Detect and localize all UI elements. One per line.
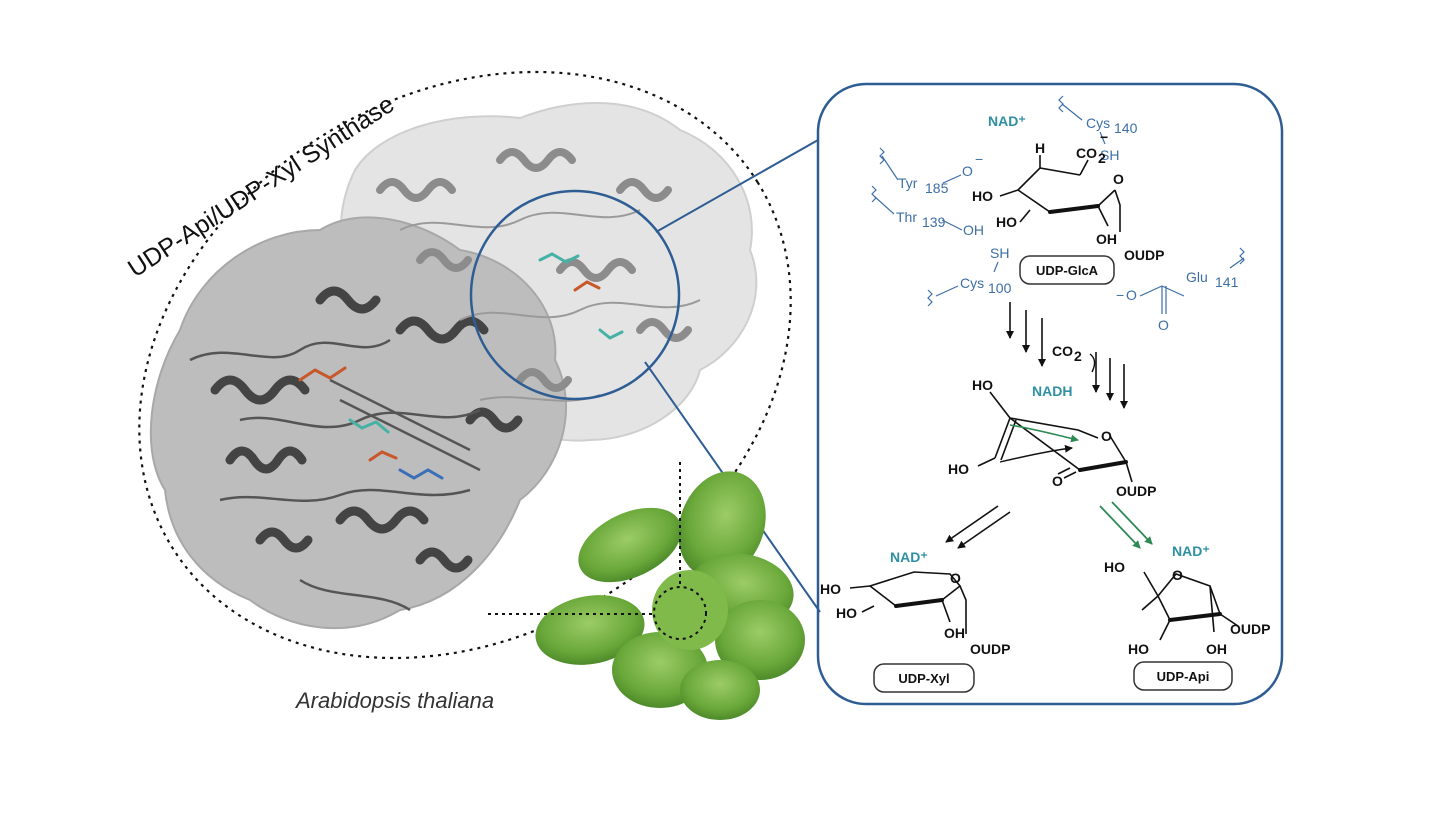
glca-co2-charge: − <box>1100 129 1108 145</box>
glca-box-label: UDP-GlcA <box>1036 263 1099 278</box>
tyr185-charge: − <box>975 151 983 167</box>
ligand-sticks <box>298 252 624 480</box>
api-oh: OH <box>1206 641 1227 657</box>
thr139-label: Thr <box>896 209 917 225</box>
plant-center-dashed-circle <box>653 586 707 640</box>
xyl-box <box>873 663 975 693</box>
branch-arrows <box>945 501 1153 549</box>
glca-oudp: OUDP <box>1124 247 1164 263</box>
intermediate-ho-2: HO <box>948 461 969 477</box>
plant-rosette <box>535 471 805 720</box>
xyl-nad: NAD⁺ <box>890 549 928 565</box>
glca-ho-2: HO <box>996 214 1017 230</box>
xyl-ho-2: HO <box>836 605 857 621</box>
udp-api-structure: HO O HO OH OUDP UDP-Api <box>1104 559 1270 691</box>
glca-co2: CO <box>1076 145 1097 161</box>
tyr185-oxygen: O <box>962 163 973 179</box>
glca-oh: OH <box>1096 231 1117 247</box>
api-box <box>1133 661 1233 691</box>
dark-helices <box>210 286 523 573</box>
xyl-oh: OH <box>944 625 965 641</box>
thr139-oh: OH <box>963 222 984 238</box>
active-site-residues: NAD⁺ Cys 140 SH Tyr 185 O − Thr 139 OH S… <box>871 95 1245 333</box>
zoom-line-top <box>655 139 819 233</box>
cys140-subscript: 140 <box>1114 120 1138 136</box>
udp-glca-structure: H CO 2 − HO HO OH O OUDP UDP-GlcA <box>972 129 1164 285</box>
intermediate-keto-o: O <box>1052 473 1063 489</box>
dark-coils <box>189 338 481 612</box>
cys100-label: Cys <box>960 275 984 291</box>
xyl-ho-1: HO <box>820 581 841 597</box>
glca-ho-1: HO <box>972 188 993 204</box>
xyl-oudp: OUDP <box>970 641 1010 657</box>
dark-subunit-surface <box>149 216 567 630</box>
active-site-circle <box>469 189 681 401</box>
glu141-subscript: 141 <box>1215 274 1239 290</box>
tyr185-label: Tyr <box>898 175 918 191</box>
organism-label: Arabidopsis thaliana <box>294 688 494 713</box>
glca-co2-subscript: 2 <box>1098 150 1106 166</box>
api-nad: NAD⁺ <box>1172 543 1210 559</box>
glu141-minus: − <box>1116 287 1124 303</box>
thr139-subscript: 139 <box>922 214 946 230</box>
glu141-label: Glu <box>1186 269 1208 285</box>
cys140-label: Cys <box>1086 115 1110 131</box>
light-helices <box>376 148 692 392</box>
glu141-o-minus: O <box>1126 287 1137 303</box>
intermediate-oudp: OUDP <box>1116 483 1156 499</box>
cys100-subscript: 100 <box>988 280 1012 296</box>
intermediate-co2-subscript: 2 <box>1074 348 1082 364</box>
glca-ring-o: O <box>1113 171 1124 187</box>
intermediate-ho-1: HO <box>972 377 993 393</box>
api-ring-o: O <box>1172 567 1183 583</box>
xyl-ring-o: O <box>950 570 961 586</box>
tyr185-subscript: 185 <box>925 180 949 196</box>
intermediate-structure: HO HO O O OUDP <box>948 377 1156 499</box>
api-oudp: OUDP <box>1230 621 1270 637</box>
glca-box <box>1019 255 1115 285</box>
intermediate-nadh: NADH <box>1032 383 1072 399</box>
api-ho-bottom: HO <box>1128 641 1149 657</box>
glu141-o: O <box>1158 317 1169 333</box>
api-ho-top: HO <box>1104 559 1125 575</box>
udp-xyl-structure: HO HO OH O OUDP UDP-Xyl <box>820 570 1010 693</box>
intermediate-co2: CO <box>1052 343 1073 359</box>
intermediate-ring-o: O <box>1101 428 1112 444</box>
decarboxylation-arrows <box>1006 302 1128 409</box>
glca-h: H <box>1035 140 1045 156</box>
protein-structure <box>149 101 758 630</box>
cys100-sh: SH <box>990 245 1009 261</box>
xyl-box-label: UDP-Xyl <box>898 671 949 686</box>
api-box-label: UDP-Api <box>1157 669 1210 684</box>
nad-top-label: NAD⁺ <box>988 113 1026 129</box>
protein-dashed-ellipse <box>138 70 792 660</box>
mechanism-panel <box>816 82 1284 706</box>
cys140-sh: SH <box>1100 147 1119 163</box>
